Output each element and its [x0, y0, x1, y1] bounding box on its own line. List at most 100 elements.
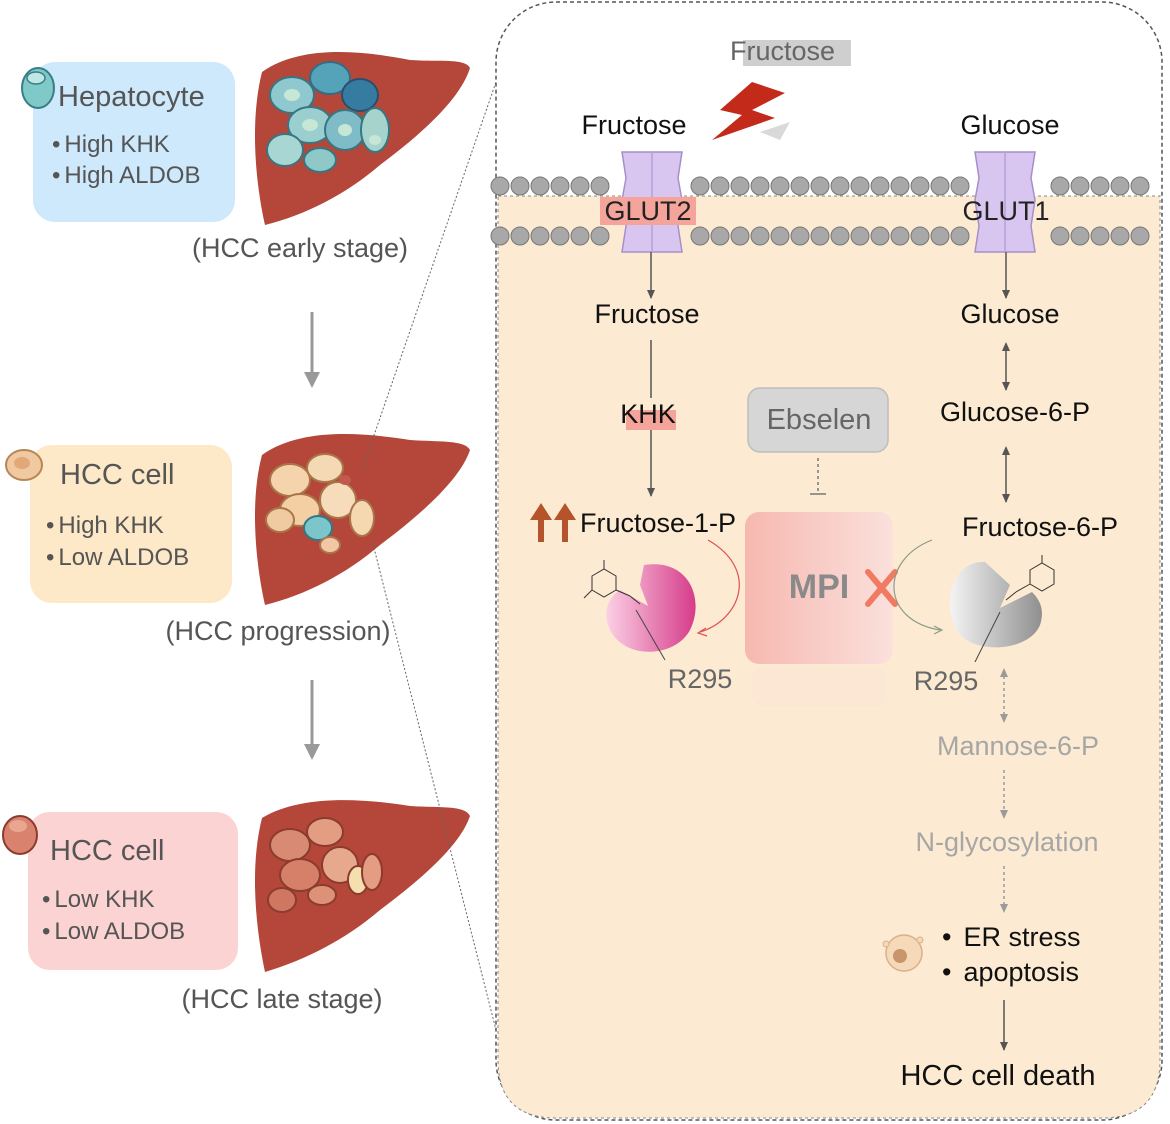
glut1-label: GLUT1: [962, 196, 1049, 226]
membrane-bead: [1110, 176, 1130, 196]
membrane-bead: [490, 176, 510, 196]
apoptosis-label: •apoptosis: [942, 957, 1079, 987]
membrane-inner-layer: [490, 226, 1150, 246]
zoom-lines: [361, 81, 497, 1031]
membrane-bead: [930, 226, 950, 246]
stage-1-label: (HCC early stage): [192, 233, 408, 263]
membrane-bead: [910, 226, 930, 246]
external-fructose-label: Fructose: [730, 36, 835, 66]
glut2-transporter: GLUT2: [600, 151, 696, 253]
stage-early: Hepatocyte •High KHK •High ALDOB (HCC ea…: [21, 51, 470, 263]
membrane-bead: [510, 176, 530, 196]
membrane-bead: [1050, 176, 1070, 196]
membrane-bead: [830, 226, 850, 246]
membrane-bead: [490, 226, 510, 246]
cell-icon: [2, 815, 38, 855]
khk-highlight: [626, 410, 676, 430]
hepatocyte-box: [33, 62, 235, 222]
n-glycosylation-label: N-glycosylation: [915, 827, 1098, 857]
membrane-bead: [850, 226, 870, 246]
fructose-6-p-label: Fructose-6-P: [962, 512, 1118, 542]
stage-3-marker-2: •Low ALDOB: [42, 918, 185, 945]
tumor-cluster: [267, 817, 383, 913]
membrane-bead: [770, 226, 790, 246]
dying-cell-icon: [882, 934, 924, 972]
stage-2-cell-label: HCC cell: [60, 459, 174, 491]
cell-icon: [5, 449, 43, 481]
membrane-bead: [530, 226, 550, 246]
pink-enzyme-icon: [583, 560, 696, 661]
membrane-bead: [710, 226, 730, 246]
inhibition-x-icon: [865, 569, 898, 607]
r295-left-label: R295: [668, 664, 733, 694]
membrane-bead: [590, 226, 610, 246]
hcc-cell-box-2: [28, 812, 238, 970]
membrane-bead: [750, 176, 770, 196]
stage-late: HCC cell •Low KHK •Low ALDOB (HCC late s…: [2, 800, 470, 1014]
membrane-bead: [850, 176, 870, 196]
mannose-6-p-label: Mannose-6-P: [937, 731, 1099, 761]
cell-outline: [495, 1, 1163, 1121]
membrane-bead: [730, 226, 750, 246]
r295-right-label: R295: [914, 666, 979, 696]
liver-progression: [254, 434, 470, 605]
membrane-bead: [910, 176, 930, 196]
ebselen-label: Ebselen: [767, 404, 872, 436]
membrane-bead: [1130, 226, 1150, 246]
tumor-cluster: [265, 453, 375, 554]
curved-arrows: [696, 539, 944, 637]
glucose-6-p-label: Glucose-6-P: [940, 397, 1090, 427]
stage-3-cell-label: HCC cell: [50, 835, 164, 867]
up-arrows-icon: [530, 503, 576, 542]
membrane-bead: [550, 226, 570, 246]
membrane-bead: [930, 176, 950, 196]
mpi-box: MPI: [745, 512, 893, 706]
membrane-bead: [1090, 226, 1110, 246]
membrane-bead: [510, 226, 530, 246]
membrane-bead: [1070, 176, 1090, 196]
fructose-1-p-label: Fructose-1-P: [580, 508, 736, 538]
sugar-molecule-icon: [583, 560, 641, 605]
stage-2-marker-2: •Low ALDOB: [46, 544, 189, 571]
hcc-cell-box-1: [30, 445, 232, 603]
liver-late: [254, 800, 470, 972]
stage-2-label: (HCC progression): [165, 616, 390, 646]
membrane-bead: [830, 176, 850, 196]
glucose-inside-label: Glucose: [960, 299, 1059, 329]
external-fructose-shadow: [743, 40, 851, 66]
membrane-bead: [1070, 226, 1090, 246]
grey-enzyme-icon: [949, 555, 1055, 663]
membrane-bead: [710, 176, 730, 196]
fructose-inside-label: Fructose: [594, 299, 699, 329]
membrane-bead: [1110, 226, 1130, 246]
membrane-bead: [810, 176, 830, 196]
inhibition-line: [810, 458, 826, 495]
cell-icon: [21, 67, 55, 109]
lightning-icon: [712, 82, 790, 140]
tumor-cluster: [266, 61, 390, 173]
membrane-bead: [1130, 176, 1150, 196]
glut1-transporter: GLUT1: [962, 151, 1050, 253]
membrane-bead: [550, 176, 570, 196]
membrane-bead: [790, 226, 810, 246]
membrane-bead: [790, 176, 810, 196]
stage-2-marker-1: •High KHK: [46, 512, 164, 539]
fructose-outside-label: Fructose: [581, 110, 686, 140]
glut2-highlight: [600, 197, 696, 225]
membrane-bead: [1050, 226, 1070, 246]
stage-3-marker-1: •Low KHK: [42, 886, 154, 913]
membrane-bead: [730, 176, 750, 196]
membrane-bead: [950, 176, 970, 196]
stage-progression: HCC cell •High KHK •Low ALDOB (HCC progr…: [5, 434, 470, 646]
stage-arrow-1: [304, 312, 320, 388]
membrane-bead: [750, 226, 770, 246]
liver-early: [254, 51, 470, 225]
membrane-bead: [690, 226, 710, 246]
membrane-bead: [570, 176, 590, 196]
khk-label: KHK: [620, 399, 676, 429]
stage-1-marker-2: •High ALDOB: [52, 162, 200, 189]
membrane-bead: [590, 176, 610, 196]
membrane-bead: [870, 226, 890, 246]
stage-3-label: (HCC late stage): [181, 984, 382, 1014]
